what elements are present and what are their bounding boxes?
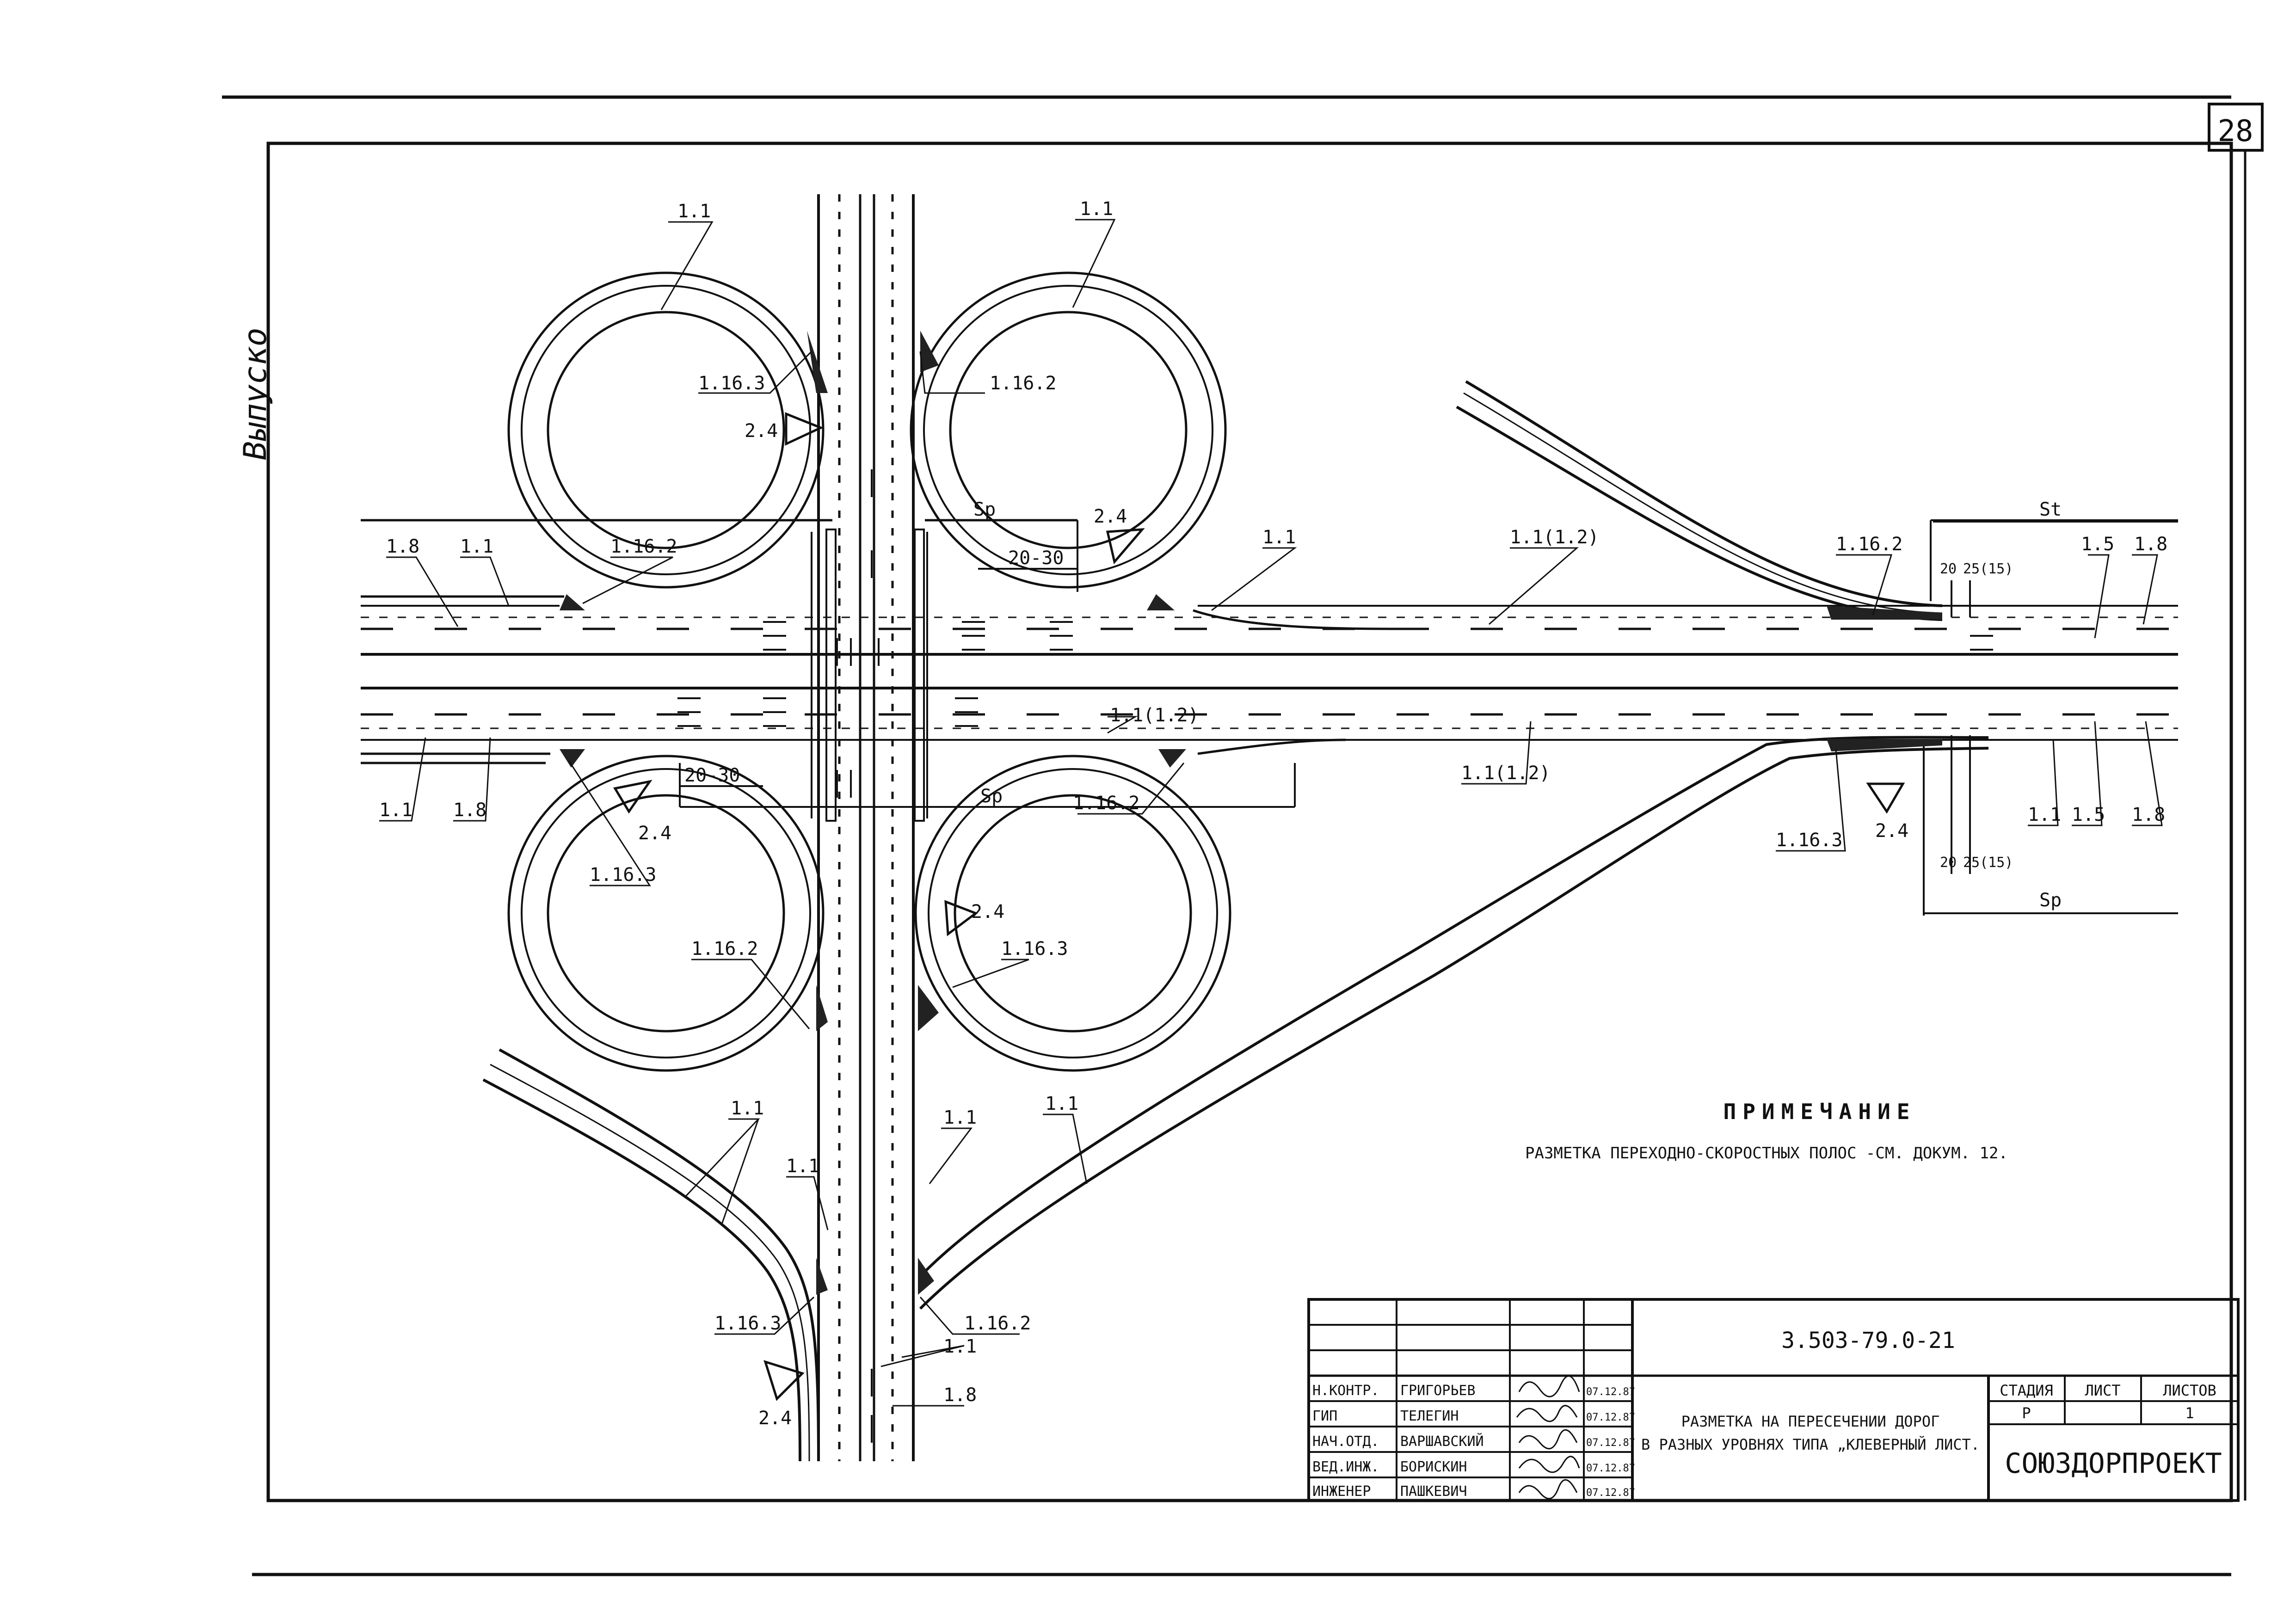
staff-name: ПАШКЕВИЧ — [1400, 1483, 1467, 1500]
label-1-1-sw-ramp: 1.1 — [731, 1098, 764, 1119]
doc-title-line2: В РАЗНЫХ УРОВНЯХ ТИПА „КЛЕВЕРНЫЙ ЛИСТ. — [1641, 1436, 1980, 1453]
label-1-1-se-ramp: 1.1 — [1045, 1093, 1078, 1114]
staff-name: ВАРШАВСКИЙ — [1400, 1433, 1484, 1450]
staff-name: ТЕЛЕГИН — [1400, 1408, 1459, 1424]
sheet-header: ЛИСТ — [2085, 1382, 2120, 1399]
staff-role: ГИП — [1312, 1408, 1337, 1424]
sheets-header: ЛИСТОВ — [2163, 1382, 2216, 1399]
signature-scribble — [1516, 1405, 1578, 1422]
organization: СОЮЗДОРПРОЕКТ — [2005, 1447, 2222, 1480]
label-1-1-right-bottom: 1.1 — [2028, 804, 2061, 825]
label-1-8-right-bottom: 1.8 — [2132, 804, 2165, 825]
yield-signs — [613, 412, 1905, 1401]
stage-header: СТАДИЯ — [2000, 1382, 2053, 1399]
label-1-16-2-right-top: 1.16.2 — [1836, 534, 1903, 555]
label-20-30-bottom: 20-30 — [684, 765, 740, 786]
label-1-1-se-inner: 1.1 — [943, 1107, 977, 1128]
label-20-30-top: 20-30 — [1008, 547, 1064, 569]
label-2-4-nw: 2.4 — [745, 420, 778, 442]
label-1-8-right-top: 1.8 — [2134, 534, 2167, 555]
staff-date: 07.12.87 — [1586, 1412, 1635, 1423]
label-25-15-bottom: 25(15) — [1963, 855, 2013, 871]
label-1-8-left-bottom: 1.8 — [453, 800, 486, 821]
label-2-4-sw: 2.4 — [638, 823, 671, 844]
staff-name: ГРИГОРЬЕВ — [1400, 1383, 1476, 1399]
gore-areas — [560, 331, 1942, 1295]
label-1-1-sw-inner: 1.1 — [786, 1156, 819, 1177]
label-20-top: 20 — [1940, 561, 1957, 577]
sheet-frame — [222, 95, 2264, 1576]
note-title: ПРИМЕЧАНИЕ — [1724, 1099, 1916, 1124]
label-1-1-ramp-top: 1.1 — [1262, 527, 1296, 548]
doc-code: 3.503-79.0-21 — [1781, 1328, 1955, 1353]
stage-value: Р — [2022, 1404, 2031, 1422]
staff-role: ИНЖЕНЕР — [1312, 1483, 1371, 1500]
label-1-5-top: 1.5 — [2081, 534, 2114, 555]
leader-lines — [379, 219, 2163, 1407]
signature-scribble — [1518, 1429, 1578, 1450]
note-text: РАЗМЕТКА ПЕРЕХОДНО-СКОРОСТНЫХ ПОЛОС -СМ.… — [1525, 1144, 2008, 1163]
loop-ramps — [507, 271, 1231, 1072]
doc-title-line1: РАЗМЕТКА НА ПЕРЕСЕЧЕНИИ ДОРОГ — [1681, 1413, 1940, 1430]
label-1-16-3-sw: 1.16.3 — [590, 864, 657, 886]
label-1-16-3-bottom: 1.16.3 — [714, 1313, 782, 1334]
label-st: St — [2039, 499, 2062, 520]
label-1-1-left-bottom: 1.1 — [379, 800, 412, 821]
label-25-15-top: 25(15) — [1963, 561, 2013, 577]
staff-date: 07.12.87 — [1586, 1386, 1635, 1398]
label-20-bottom: 20 — [1940, 855, 1957, 871]
label-1-1-nw: 1.1 — [677, 201, 711, 222]
label-2-4-se: 2.4 — [971, 901, 1004, 923]
label-1-1-1-2-top: 1.1(1.2) — [1510, 527, 1599, 548]
staff-name: БОРИСКИН — [1400, 1459, 1467, 1475]
label-1-16-3-se: 1.16.3 — [1001, 938, 1068, 960]
label-1-16-3-right: 1.16.3 — [1776, 830, 1843, 851]
staff-date: 07.12.87 — [1586, 1487, 1635, 1499]
staff-role: Н.КОНТР. — [1312, 1383, 1379, 1399]
side-note: Выпуско — [237, 327, 274, 460]
label-1-1-ne: 1.1 — [1080, 198, 1113, 220]
signatures — [1516, 1375, 1580, 1500]
signature-scribble — [1518, 1479, 1578, 1500]
label-1-8-left-top: 1.8 — [386, 536, 419, 557]
marking-labels: 1.1 1.1 1.16.3 1.16.2 2.4 2.4 Sp 20-30 1… — [379, 198, 2167, 1429]
label-1-16-2-bottom: 1.16.2 — [964, 1313, 1031, 1334]
label-sp-top: Sp — [973, 499, 996, 520]
label-2-4-ne: 2.4 — [1094, 506, 1127, 527]
label-1-16-2-ne: 1.16.2 — [990, 373, 1057, 394]
label-1-1-1-2-mid: 1.1(1.2) — [1110, 705, 1199, 726]
dimension-lines — [679, 519, 2178, 874]
label-1-1-1-2-lower: 1.1(1.2) — [1461, 763, 1551, 784]
label-1-16-2-left-top: 1.16.2 — [610, 536, 677, 557]
signature-scribble — [1518, 1375, 1580, 1397]
sheets-value: 1 — [2185, 1404, 2194, 1422]
vertical-road — [811, 194, 928, 1461]
label-2-4-bottom: 2.4 — [758, 1408, 792, 1429]
label-1-1-left-top: 1.1 — [460, 536, 493, 557]
title-block — [1307, 1298, 2240, 1502]
signature-scribble — [1518, 1456, 1580, 1473]
label-1-16-3-nw: 1.16.3 — [698, 373, 765, 394]
label-2-4-right: 2.4 — [1875, 820, 1908, 842]
lane-arrows — [677, 469, 1993, 1443]
label-1-1-bottom: 1.1 — [943, 1336, 977, 1357]
label-1-8-bottom: 1.8 — [943, 1384, 977, 1406]
title-block-text: 3.503-79.0-21 РАЗМЕТКА НА ПЕРЕСЕЧЕНИИ ДО… — [1312, 1328, 2222, 1500]
staff-date: 07.12.87 — [1586, 1437, 1635, 1449]
staff-role: ВЕД.ИНЖ. — [1312, 1459, 1379, 1475]
sheet-number: 28 — [2217, 114, 2253, 148]
staff-date: 07.12.87 — [1586, 1463, 1635, 1474]
label-1-5-bottom: 1.5 — [2072, 804, 2105, 825]
staff-role: НАЧ.ОТД. — [1312, 1433, 1379, 1450]
label-sp-bottom: Sp — [980, 786, 1003, 807]
label-1-16-2-se: 1.16.2 — [1073, 793, 1140, 814]
label-sp-right: Sp — [2039, 890, 2062, 911]
label-1-16-2-sw-inner: 1.16.2 — [691, 938, 758, 960]
